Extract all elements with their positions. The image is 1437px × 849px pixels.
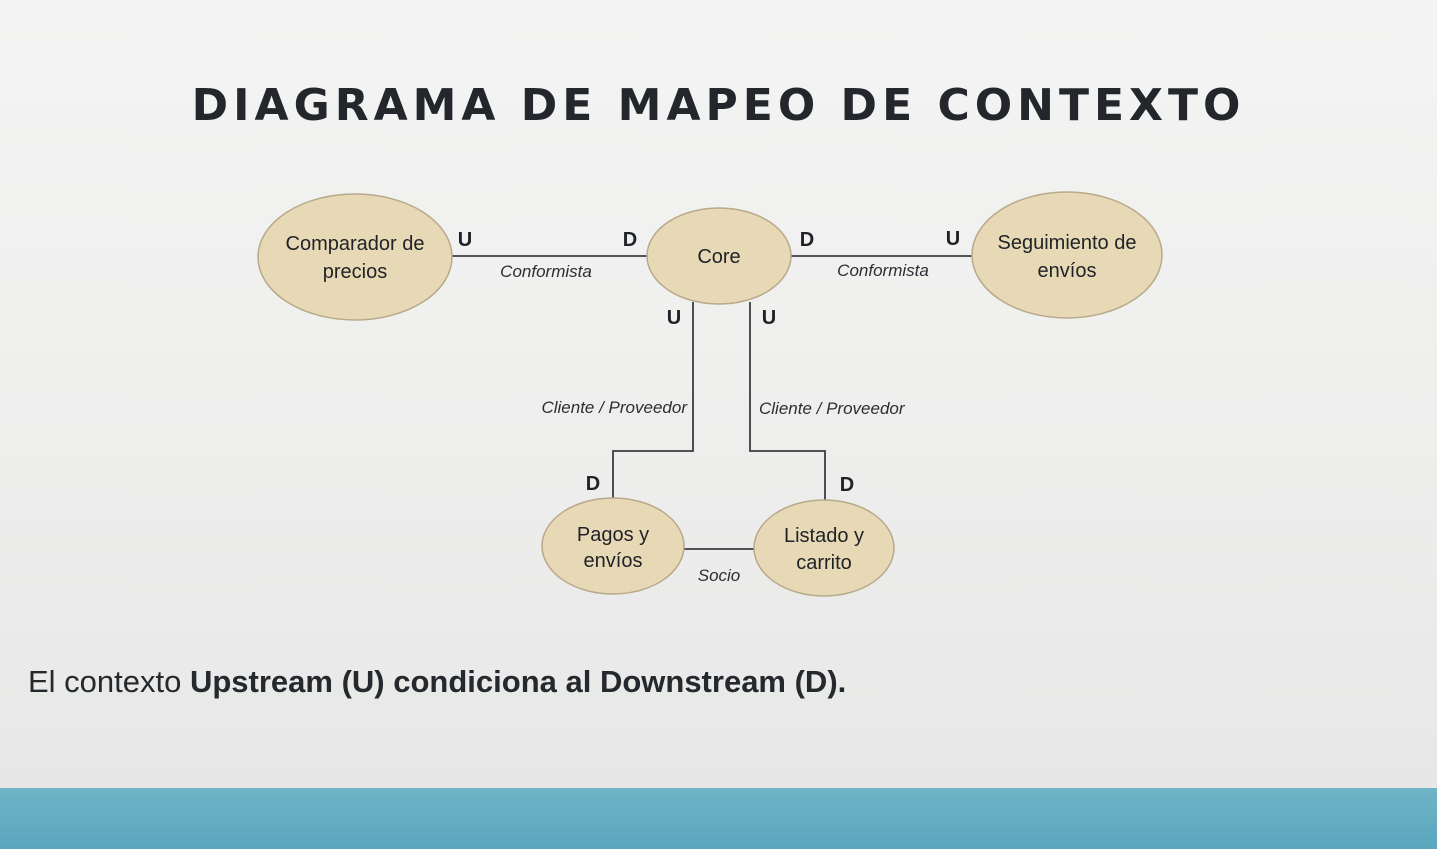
page-title: DIAGRAMA DE MAPEO DE CONTEXTO xyxy=(191,80,1246,131)
caption-prefix: El contexto xyxy=(28,664,190,699)
node-pagos-line2: envíos xyxy=(584,550,643,572)
node-seguimiento: Seguimiento de envíos xyxy=(971,191,1163,319)
caption: El contexto Upstream (U) condiciona al D… xyxy=(28,664,846,700)
node-comparador: Comparador de precios xyxy=(257,193,453,321)
node-core-label: Core xyxy=(697,246,740,268)
relation-comparador-core: Conformista xyxy=(500,262,592,281)
end-pagos-top: D xyxy=(586,473,600,495)
relation-core-listado: Cliente / Proveedor xyxy=(759,399,906,418)
end-core-bottom-left: U xyxy=(667,307,681,329)
relation-core-seguimiento: Conformista xyxy=(837,261,929,280)
node-listado: Listado y carrito xyxy=(753,499,895,597)
end-core-left: D xyxy=(623,229,637,251)
node-comparador-line2: precios xyxy=(323,261,387,283)
end-comparador-right: U xyxy=(458,229,472,251)
end-listado-top: D xyxy=(840,474,854,496)
relation-core-pagos: Cliente / Proveedor xyxy=(541,398,688,417)
node-seguimiento-line1: Seguimiento de xyxy=(998,232,1137,254)
node-listado-line2: carrito xyxy=(796,552,852,574)
node-pagos: Pagos y envíos xyxy=(541,497,685,595)
relation-pagos-listado: Socio xyxy=(698,566,741,585)
bottom-bar xyxy=(0,788,1437,849)
caption-bold: Upstream (U) condiciona al Downstream (D… xyxy=(189,664,847,699)
node-listado-line1: Listado y xyxy=(784,525,864,547)
end-seguimiento-left: U xyxy=(946,228,960,250)
node-pagos-line1: Pagos y xyxy=(577,524,649,546)
link-core-listado xyxy=(749,302,826,502)
end-core-right: D xyxy=(800,229,814,251)
node-comparador-line1: Comparador de xyxy=(286,233,425,255)
end-core-bottom-right: U xyxy=(762,307,776,329)
node-seguimiento-line2: envíos xyxy=(1038,260,1097,282)
node-core: Core xyxy=(646,207,792,305)
link-core-pagos xyxy=(612,302,694,500)
